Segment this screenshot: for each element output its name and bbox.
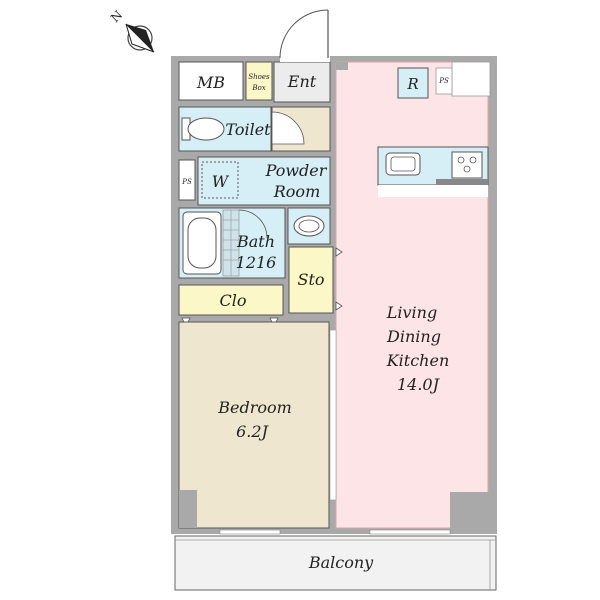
- powder-label: Powder: [265, 161, 328, 180]
- room-label: Room: [273, 182, 320, 201]
- ldk-size-label: 14.0J: [397, 375, 441, 394]
- balcony-label: Balcony: [308, 553, 374, 572]
- r-label: R: [406, 75, 418, 93]
- balcony: [174, 535, 497, 591]
- w-label: W: [212, 172, 230, 191]
- bath-label: Bath: [236, 232, 275, 251]
- bath-size-label: 1216: [236, 253, 277, 272]
- bedroom-size-label: 6.2J: [236, 422, 269, 441]
- sto-label: Sto: [297, 270, 324, 289]
- bedroom-label: Bedroom: [217, 398, 292, 417]
- toilet-label: Toilet: [225, 120, 271, 139]
- closet: [178, 284, 284, 316]
- ent-label: Ent: [287, 72, 317, 91]
- entry-door-icon: [279, 9, 330, 62]
- toilet-icon: [181, 117, 225, 141]
- entrance: [273, 61, 331, 103]
- ps-label-right: PS: [438, 77, 449, 85]
- ps-label-left: PS: [181, 178, 192, 186]
- north-compass-icon: N: [108, 8, 155, 53]
- bedroom: [178, 321, 330, 529]
- box-label: Box: [251, 84, 265, 92]
- kitchen-label: Kitchen: [386, 351, 450, 370]
- mb-closet: [178, 61, 244, 101]
- kitchen-counter: [377, 146, 489, 197]
- compass-n-label: N: [108, 8, 125, 25]
- living-label: Living: [386, 303, 437, 322]
- washer-box: [201, 161, 239, 199]
- refrigerator-box: [397, 67, 429, 99]
- mb-label: MB: [196, 73, 225, 92]
- sink-icon: [293, 215, 325, 237]
- dining-label: Dining: [386, 327, 441, 346]
- storage-room: [288, 246, 334, 314]
- bathtub-icon: [182, 211, 222, 275]
- clo-label: Clo: [220, 291, 247, 310]
- shoes-box: [245, 61, 273, 101]
- ldk-room: [335, 61, 489, 529]
- shoes-label: Shoes: [248, 73, 270, 81]
